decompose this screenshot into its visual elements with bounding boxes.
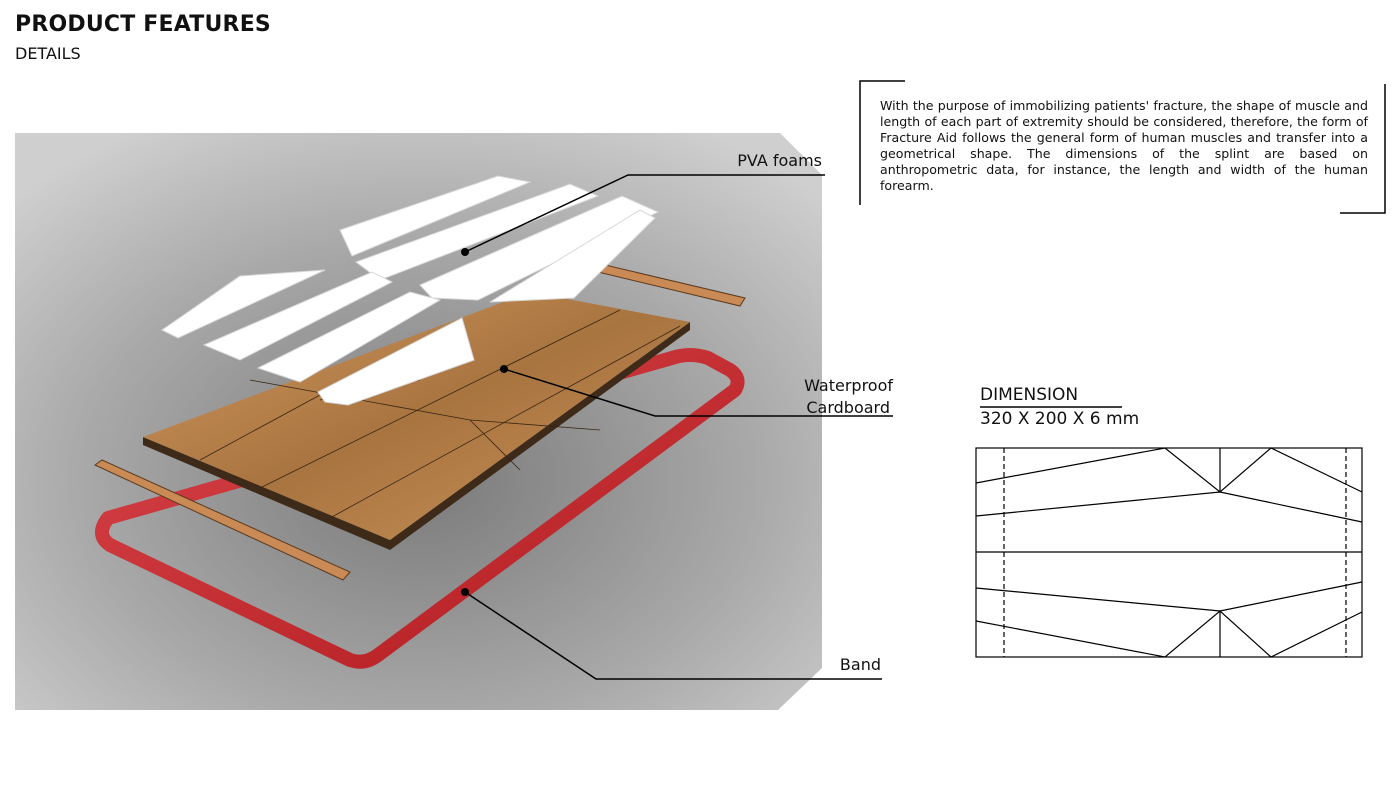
band-leader-line <box>464 591 882 680</box>
pva-leader-line <box>464 174 825 253</box>
cardboard-leader-dot <box>500 365 508 373</box>
pva-foam-pieces <box>161 175 660 406</box>
pva-leader-dot <box>461 248 469 256</box>
band-label: Band <box>839 655 881 674</box>
band-strap <box>95 348 745 669</box>
product-description: With the purpose of immobilizing patient… <box>880 98 1368 193</box>
band-leader-dot <box>461 588 469 596</box>
dimension-title: DIMENSION <box>980 385 1079 405</box>
cardboard-leader-line <box>503 368 893 417</box>
page-title: PRODUCT FEATURES <box>15 12 271 37</box>
description-bracket <box>859 80 1386 214</box>
cardboard-strip-left <box>94 459 351 581</box>
dimension-flat-pattern <box>975 447 1363 658</box>
dimension-value: 320 X 200 X 6 mm <box>980 409 1140 429</box>
pva-foams-label: PVA foams <box>737 151 822 170</box>
cardboard-label-line1: Waterproof <box>804 376 893 395</box>
cardboard-label-line2: Cardboard <box>806 398 890 417</box>
page-subtitle: DETAILS <box>15 44 81 63</box>
